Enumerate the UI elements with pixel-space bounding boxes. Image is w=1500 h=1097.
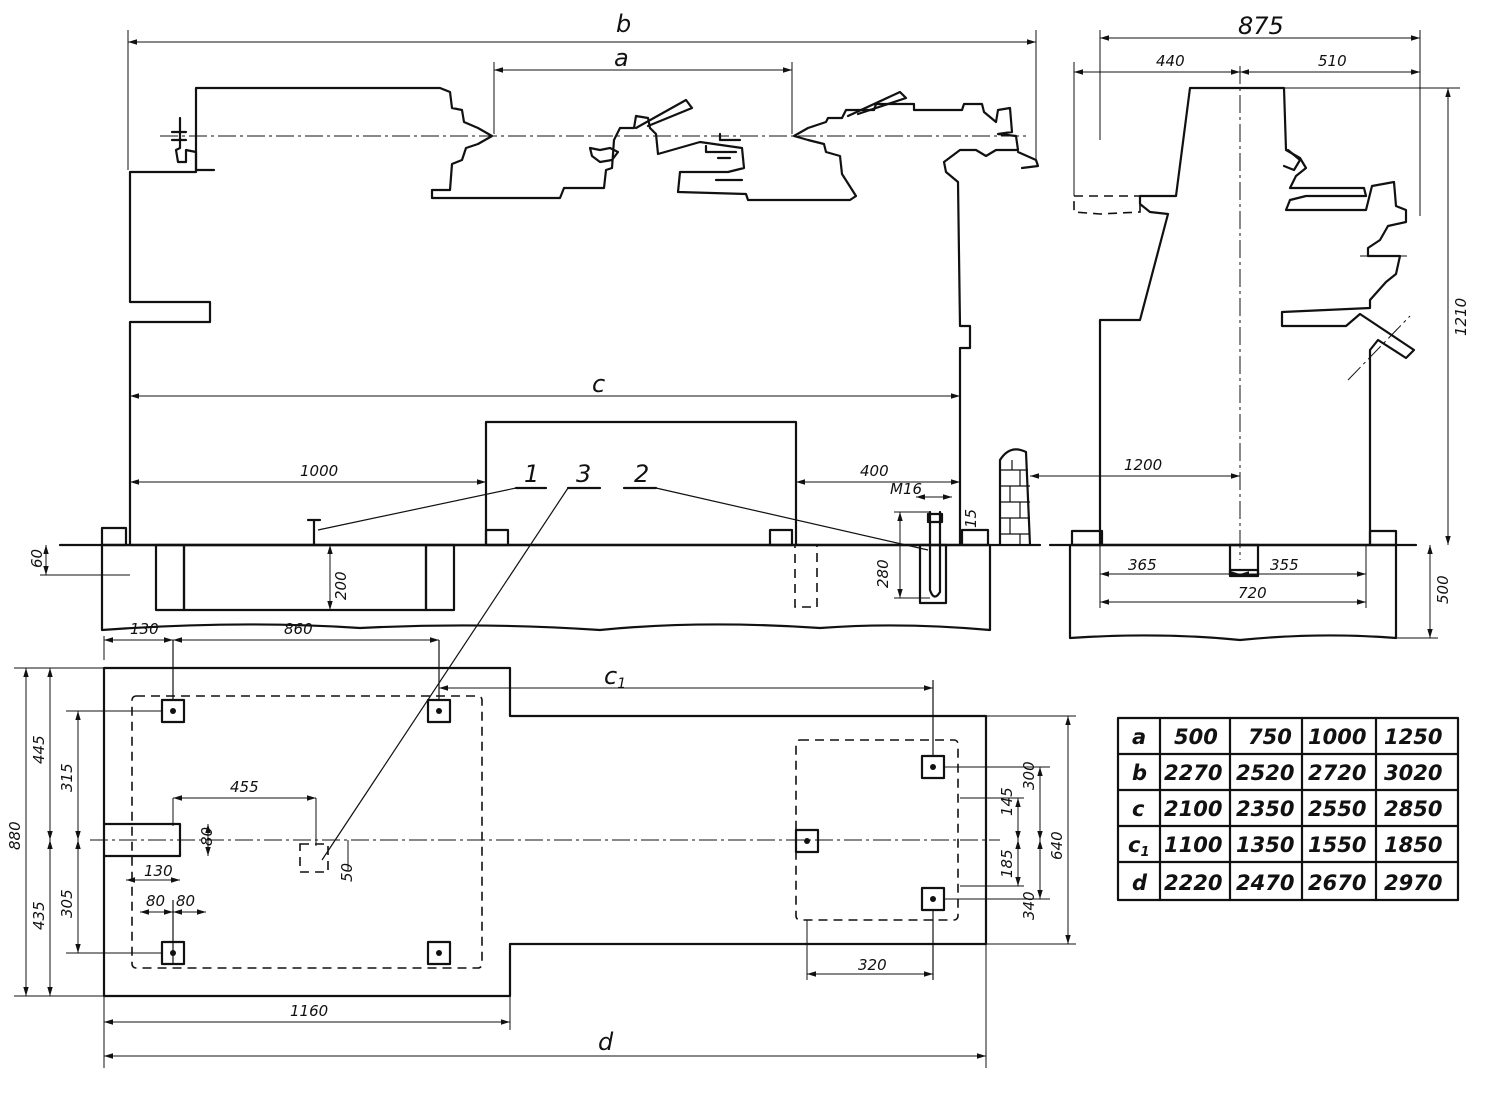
side-view: 875 440 510 1210 365 355 720 500 [1048,12,1470,642]
cell: 2270 [1164,761,1222,785]
dim-435: 435 [30,901,48,930]
dim-340: 340 [1020,891,1038,920]
dim-130: 130 [130,620,159,638]
dimension-table: a 500 750 1000 1250 b 2270 2520 2720 302… [1116,716,1460,902]
dim-c1-letter: c [604,662,617,690]
brick-wall [998,448,1032,547]
dim-1000: 1000 [300,462,338,480]
dim-400: 400 [860,462,889,480]
dim-365: 365 [1128,556,1157,574]
table-row: b 2270 2520 2720 3020 [1132,761,1442,785]
dim-a: a [614,44,629,72]
dim-200: 200 [332,571,350,600]
dim-80-right: 80 [176,892,195,910]
cell: 2550 [1308,797,1366,821]
callout-3-label: 3 [576,460,591,488]
row-label-c: c [1132,797,1145,821]
callout-2-label: 2 [634,460,649,488]
dim-880: 880 [6,821,24,850]
cell: 500 [1174,725,1218,749]
cell: 750 [1248,725,1292,749]
dim-720: 720 [1238,584,1267,602]
dim-c: c [592,370,605,398]
dim-300: 300 [1020,761,1038,790]
dim-280: 280 [874,559,892,588]
side-outline [1098,86,1416,547]
row-label-c1-sub: 1 [1140,845,1149,860]
cell: 1850 [1384,833,1442,857]
anchor-pocket-mid [424,543,456,612]
dim-455: 455 [230,778,259,796]
dim-185: 185 [998,849,1016,878]
dim-440: 440 [1156,52,1185,70]
front-view: 1 3 2 b a c 1000 [28,10,1240,861]
callout-1-label: 1 [524,460,539,488]
cell: 2850 [1384,797,1442,821]
dim-c1-sub: 1 [617,676,626,692]
dim-875: 875 [1238,12,1284,40]
row-label-d: d [1132,871,1148,895]
dim-355: 355 [1270,556,1299,574]
side-foundation [1068,543,1398,642]
dim-130-slot: 130 [144,862,173,880]
dim-b: b [616,10,631,38]
dim-445: 445 [30,735,48,764]
dim-500: 500 [1434,575,1452,604]
row-label-a: a [1132,725,1146,749]
row-label-c1-letter: c [1128,833,1141,857]
dim-80-left: 80 [146,892,165,910]
dim-1160: 1160 [290,1002,328,1020]
table-row: c 2100 2350 2550 2850 [1132,797,1442,821]
anchor-holes [160,698,946,966]
cell: 2100 [1164,797,1222,821]
cell: 2220 [1164,871,1222,895]
dim-15: 15 [962,509,980,528]
dim-80-slot: 80 [198,827,216,846]
cell: 2670 [1308,871,1366,895]
dim-145: 145 [998,787,1016,816]
lathe-outline [128,86,1020,547]
callout-3: 3 [321,460,602,861]
cell: 2970 [1384,871,1442,895]
cell: 3020 [1384,761,1442,785]
table-row: a 500 750 1000 1250 [1132,725,1442,749]
cell: 1000 [1308,725,1366,749]
table-row: c1 1100 1350 1550 1850 [1128,833,1442,860]
trench [182,543,428,612]
plan-foundation-outline [102,666,988,998]
row-label-c1: c1 [1128,833,1150,860]
row-label-b: b [1132,761,1147,785]
cell: 2470 [1236,871,1294,895]
dim-860: 860 [284,620,313,638]
dim-510: 510 [1318,52,1347,70]
cell: 1100 [1164,833,1222,857]
anchor-pocket-left [154,543,186,612]
dim-315: 315 [58,763,76,792]
cell: 1550 [1308,833,1366,857]
dim-d: d [598,1028,614,1056]
cell: 2520 [1236,761,1294,785]
dim-640: 640 [1048,831,1066,860]
dim-320: 320 [858,956,887,974]
dim-50: 50 [338,863,356,882]
dim-305: 305 [58,889,76,918]
cell: 1250 [1384,725,1442,749]
anchor-pocket-hidden [794,544,818,608]
dim-60: 60 [28,549,46,568]
front-foundation [100,543,992,632]
cell: 2350 [1236,797,1294,821]
cell: 1350 [1236,833,1294,857]
cell: 2720 [1308,761,1366,785]
callout-2: 2 [622,460,929,551]
dim-1210: 1210 [1452,298,1470,336]
plan-view: 130 860 c1 455 80 50 130 80 80 880 445 4… [6,620,1076,1068]
table-row: d 2220 2470 2670 2970 [1132,871,1442,895]
dim-c1: c1 [604,662,626,692]
callout-1: 1 [317,460,548,531]
dim-m16: M16 [890,480,922,498]
dim-1200: 1200 [1124,456,1162,474]
